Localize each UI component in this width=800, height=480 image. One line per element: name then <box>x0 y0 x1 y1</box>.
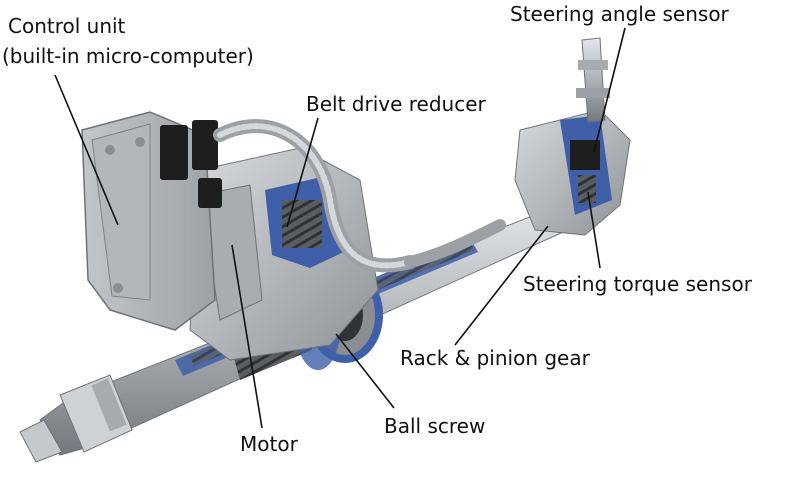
leader-ball-screw <box>335 333 395 409</box>
wire-harness <box>213 119 506 273</box>
label-control-unit-sub: (built-in micro-computer) <box>2 44 254 68</box>
label-steering-angle-sensor: Steering angle sensor <box>510 2 729 26</box>
leader-steering-angle <box>593 27 626 153</box>
label-ball-screw: Ball screw <box>384 414 486 438</box>
control-unit-box <box>81 111 222 331</box>
leader-steering-torque <box>587 191 601 269</box>
leader-lines <box>54 27 626 429</box>
label-steering-torque-sensor: Steering torque sensor <box>523 272 752 296</box>
leader-rack-pinion <box>454 225 549 346</box>
pinion-housing <box>514 37 631 236</box>
label-rack-pinion-gear: Rack & pinion gear <box>400 346 590 370</box>
label-motor: Motor <box>240 432 298 456</box>
motor-housing <box>189 147 379 361</box>
leader-motor <box>231 244 263 429</box>
label-belt-drive-reducer: Belt drive reducer <box>306 92 486 116</box>
leader-control-unit <box>54 74 119 226</box>
leader-belt-drive <box>286 117 319 228</box>
label-control-unit: Control unit <box>8 14 126 38</box>
